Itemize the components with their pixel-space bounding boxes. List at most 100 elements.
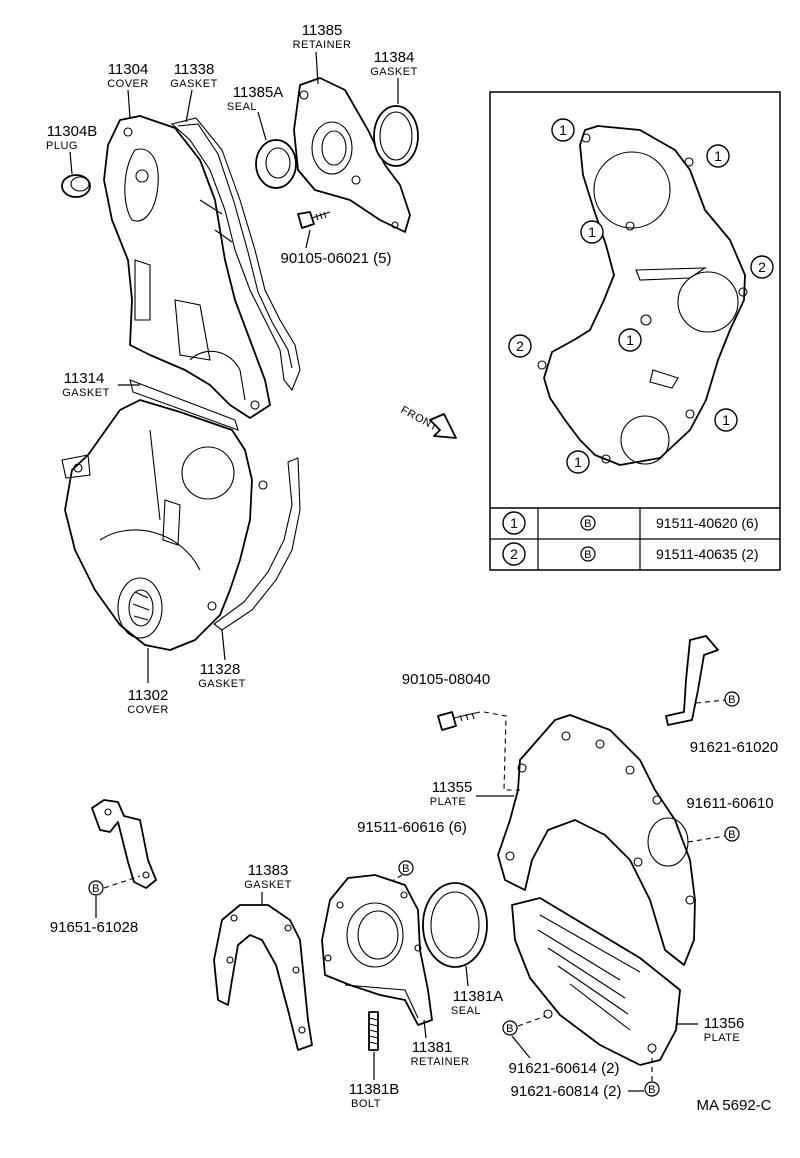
part-number: 11385A [233,84,284,101]
part-number: 11385 [302,22,343,39]
front-direction-arrow: FRONT [399,404,457,439]
inset-marker: 1 [714,408,738,432]
part-number: 11381 [412,1039,453,1056]
label-11385A: 11385A SEAL [227,84,283,113]
svg-text:2: 2 [516,338,524,354]
part-number: 11356 [704,1015,745,1032]
bracket-91651-61028: B 91651-61028 [50,799,157,936]
inset-marker: 1 [551,118,575,142]
rear-end-plate-11355 [497,714,696,966]
part-number: 91621-60614 (2) [509,1060,620,1077]
oil-seal-gasket-11383: 11383 GASKET [213,862,313,1051]
label-11356: 11356 PLATE [676,1015,744,1044]
part-number: 11381A [453,988,504,1005]
part-name: SEAL [227,101,257,113]
svg-text:B: B [648,1084,656,1096]
inset-marker: 1 [566,450,590,474]
inset-marker: 2 [508,334,532,358]
label-91621-60614: B 91621-60614 (2) [502,1015,620,1077]
table-row: 1 B 91511-40620 (6) [502,511,758,535]
part-number: 91621-61020 [690,739,778,756]
inset-marker: 1 [706,144,730,168]
part-name: GASKET [198,678,246,690]
label-11328: 11328 GASKET [198,661,246,690]
part-number: 11304 [108,61,149,78]
stud-bolt-11381B: 11381B BOLT [349,1011,400,1110]
part-name: GASKET [370,66,418,78]
part-name: PLATE [704,1032,741,1044]
part-number: 11328 [200,661,241,678]
inset-marker: 2 [750,255,774,279]
part-name: COVER [127,704,169,716]
upper-timing-cover-11304 [103,115,271,419]
part-number: 11304B [47,123,98,140]
bolt-90105-08040: 90105-08040 [402,671,520,791]
label-11385: 11385 RETAINER [293,22,351,51]
inset-frame [489,91,781,571]
part-name: GASKET [244,879,292,891]
part-number: 91621-60814 (2) [511,1083,622,1100]
part-number: 11338 [174,61,215,78]
table-marker: 2 [510,546,518,562]
svg-text:1: 1 [722,412,730,428]
part-number: 91651-61028 [50,919,138,936]
table-part-number: 91511-40635 (2) [656,546,758,562]
svg-text:B: B [728,829,736,841]
bracket-91621-61020: B 91621-61020 [665,635,778,756]
part-name: GASKET [62,387,110,399]
svg-text:1: 1 [588,224,596,240]
svg-text:B: B [506,1023,514,1035]
label-11314: 11314 GASKET [62,370,110,399]
part-number: 11383 [248,862,289,879]
part-name: GASKET [170,78,218,90]
bolt-symbol-b [398,860,414,876]
part-number: 90105-08040 [402,671,490,688]
svg-text:2: 2 [758,259,766,275]
part-number: 11302 [128,687,169,704]
part-number: 11355 [432,779,473,796]
part-name: RETAINER [411,1056,470,1068]
inset-cover-outline [543,125,746,466]
bolt-location-inset: 1 1 1 1 1 1 1 2 [489,91,781,571]
label-11338: 11338 GASKET [170,61,218,90]
timing-cover-gasket-11338 [170,117,301,392]
flywheel-cover-plate-11356 [511,897,681,1066]
svg-text:B: B [92,883,100,895]
bolt-symbol: B [584,549,592,561]
lower-timing-cover-11302 [61,399,268,651]
inset-marker: 1 [580,220,604,244]
bolt-symbol-b [644,1081,660,1097]
part-number: 11384 [374,49,415,66]
table-part-number: 91511-40620 (6) [656,515,758,531]
oring-gasket-11384 [373,105,419,167]
svg-text:1: 1 [626,332,634,348]
label-11304B: 11304B PLUG [46,123,97,152]
table-row: 2 B 91511-40635 (2) [502,542,758,566]
bolt-90105-06021 [297,211,331,229]
svg-text:1: 1 [574,454,582,470]
svg-text:1: 1 [714,148,722,164]
part-name: SEAL [451,1005,481,1017]
part-number: 11381B [349,1081,400,1098]
part-number: 91611-60610 [686,795,773,812]
part-name: BOLT [351,1098,381,1110]
part-number: 11314 [64,370,105,387]
bolt-symbol-b [502,1020,518,1036]
seal-11385A [255,139,297,189]
bolt-symbol: B [584,518,592,530]
svg-text:B: B [728,694,736,706]
bolt-table: 1 B 91511-40620 (6) 2 B 91511-40635 (2) [490,507,780,570]
bolt-symbol-b [88,880,104,896]
svg-text:1: 1 [559,122,567,138]
part-number: 91511-60616 (6) [357,819,467,836]
inset-marker: 1 [618,328,642,352]
part-name: PLATE [430,796,467,808]
table-marker: 1 [510,515,518,531]
label-91621-60814: 91621-60814 (2) B [511,1052,660,1100]
bolt-symbol-b [724,691,740,707]
label-91611-60610: 91611-60610 B [686,795,774,843]
plug-11304B [61,174,91,198]
bolt-symbol-b [724,826,740,842]
leader-lines-upper [69,51,399,683]
